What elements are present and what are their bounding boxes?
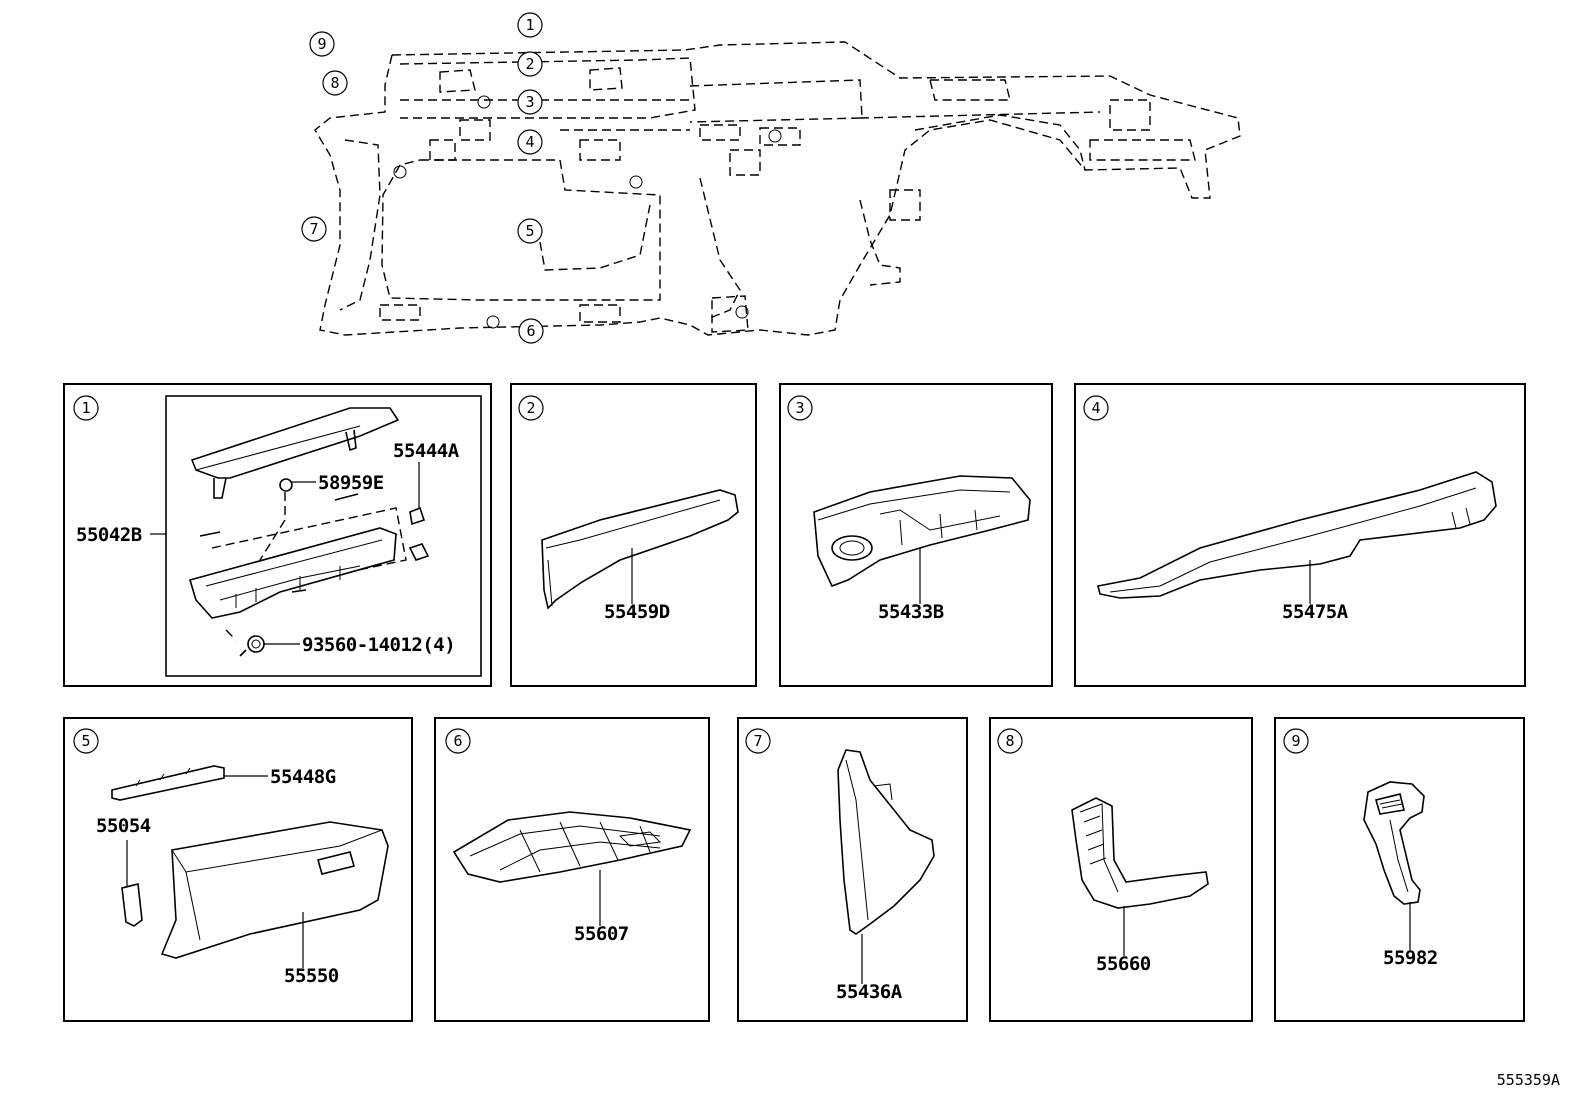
panel-3: 3 55433B [779,383,1053,687]
svg-text:7: 7 [309,220,318,238]
part-label-55550: 55550 [284,965,339,987]
side-panel-55436A-drawing [837,749,935,935]
panel-7-number: 7 [745,728,771,754]
part-label-55459D: 55459D [604,601,670,623]
part-label-55448G: 55448G [270,766,336,788]
lower-housing-drawing [188,527,397,619]
panel-8: 8 55660 [989,717,1253,1022]
overview-callout-7: 7 [301,216,327,242]
part-label-55660: 55660 [1096,953,1151,975]
panel-7: 7 55436A [737,717,968,1022]
overview-callout-2: 2 [517,51,543,77]
damper-drawing [121,883,143,927]
panel-3-number: 3 [787,395,813,421]
clip-drawing [279,478,293,492]
panel-1-number: 1 [73,395,99,421]
svg-text:1: 1 [525,16,534,34]
svg-text:9: 9 [317,35,326,53]
panel-1: 1 55444A 58959E 55042B [63,383,492,687]
panel-8-number: 8 [997,728,1023,754]
part-label-55444A: 55444A [393,440,460,462]
svg-text:3: 3 [525,93,534,111]
svg-text:4: 4 [1091,399,1100,417]
garnish-55475A-drawing [1097,471,1497,599]
screw-drawing [247,635,265,653]
panel-5-number: 5 [73,728,99,754]
svg-text:1: 1 [81,399,90,417]
panel-9-number: 9 [1283,728,1309,754]
svg-text:2: 2 [526,399,535,417]
overview-callout-4: 4 [517,129,543,155]
panel-55433B-drawing [813,475,1031,588]
register-55660-drawing [1071,797,1209,909]
panel-4: 4 55475A [1074,383,1526,687]
panel-6: 6 55607 [434,717,710,1022]
svg-text:4: 4 [525,133,534,151]
panel-2: 2 55459D [510,383,757,687]
part-label-55607: 55607 [574,923,629,945]
part-label-55054: 55054 [96,815,151,837]
garnish-55459D-drawing [541,489,739,610]
svg-text:2: 2 [525,55,534,73]
overview-callout-8: 8 [322,70,348,96]
svg-text:6: 6 [453,732,462,750]
overview-callout-9: 9 [309,31,335,57]
overview-callout-5: 5 [517,218,543,244]
svg-text:5: 5 [525,222,534,240]
reference-code: 555359A [1497,1071,1560,1089]
overview-callout-1: 1 [517,12,543,38]
glove-box-drawing [160,821,389,959]
svg-text:3: 3 [795,399,804,417]
part-label-55042B: 55042B [76,524,142,546]
svg-text:7: 7 [753,732,762,750]
part-label-93560-14012: 93560-14012(4) [302,634,455,656]
overview-callout-3: 3 [517,89,543,115]
cover-55607-drawing [452,811,692,883]
part-label-55475A: 55475A [1282,601,1349,623]
svg-text:8: 8 [1005,732,1014,750]
svg-text:6: 6 [526,322,535,340]
panel-9: 9 55982 [1274,717,1525,1022]
svg-text:8: 8 [330,74,339,92]
strip-55448G-drawing [111,765,225,801]
panel-4-number: 4 [1083,395,1109,421]
panel-2-number: 2 [518,395,544,421]
part-label-58959E: 58959E [318,472,384,494]
svg-text:5: 5 [81,732,90,750]
part-label-55436A: 55436A [836,981,903,1003]
svg-text:9: 9 [1291,732,1300,750]
overview-callouts: 1 2 3 4 5 6 7 8 9 [301,12,544,344]
part-label-55982: 55982 [1383,947,1438,969]
panel-6-number: 6 [445,728,471,754]
overview-callout-6: 6 [518,318,544,344]
panel-5: 5 55448G 55054 55550 [63,717,413,1022]
bracket-drawing [409,506,426,526]
part-label-55433B: 55433B [878,601,944,623]
instrument-panel-overview [314,41,1241,336]
